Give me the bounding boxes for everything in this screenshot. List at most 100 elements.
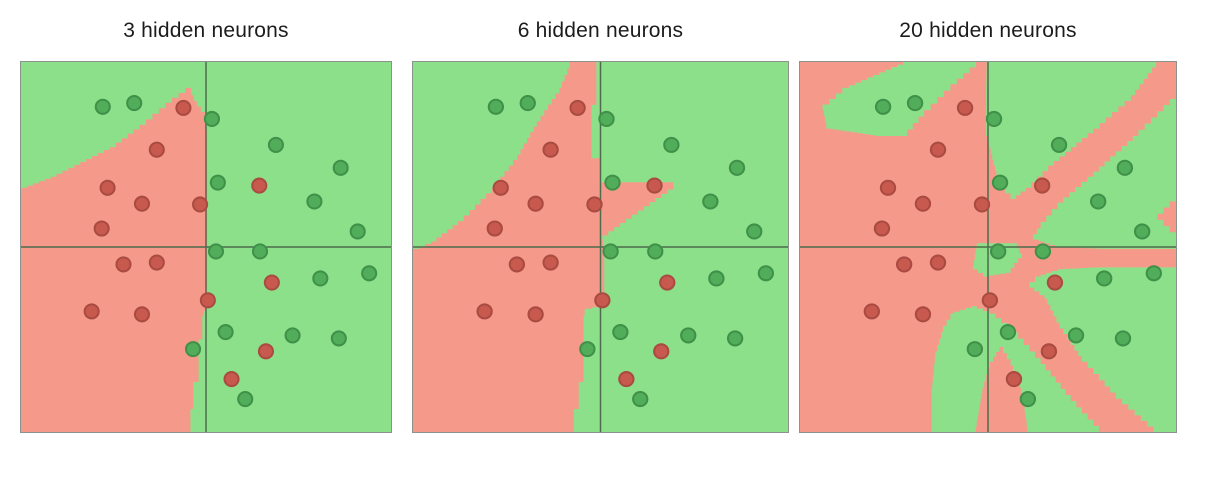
green-data-point xyxy=(728,159,746,176)
panel-title: 20 hidden neurons xyxy=(899,19,1077,42)
red-data-point xyxy=(659,274,676,291)
green-data-point xyxy=(267,136,284,153)
red-data-point xyxy=(93,220,110,237)
decision-boundary-panel-3-neurons xyxy=(20,61,392,433)
green-data-point xyxy=(1096,270,1113,287)
green-data-point xyxy=(94,98,111,115)
green-data-point xyxy=(349,223,366,240)
green-data-point xyxy=(284,327,301,344)
red-data-point xyxy=(133,306,151,323)
green-data-point xyxy=(203,110,220,128)
red-class-region xyxy=(21,87,208,432)
green-data-point xyxy=(966,341,984,358)
green-data-point xyxy=(217,324,234,341)
decision-boundary-panel-6-neurons xyxy=(412,61,789,433)
red-data-point xyxy=(542,254,559,271)
red-data-point xyxy=(133,195,151,212)
red-data-point xyxy=(914,195,932,212)
green-data-point xyxy=(1089,193,1107,210)
green-data-point xyxy=(126,95,143,112)
green-data-point xyxy=(1050,136,1068,153)
decision-region-plot xyxy=(413,62,788,432)
red-data-point xyxy=(192,196,209,213)
red-data-point xyxy=(873,220,891,237)
green-data-point xyxy=(906,95,924,112)
red-data-point xyxy=(914,306,932,323)
green-data-point xyxy=(332,159,349,176)
red-data-point xyxy=(929,141,947,158)
green-data-point xyxy=(702,193,719,210)
red-data-point xyxy=(115,256,132,273)
green-data-point xyxy=(680,327,697,344)
red-class-region xyxy=(1157,195,1176,233)
green-data-point xyxy=(1019,391,1037,408)
green-data-point xyxy=(237,391,254,408)
green-data-point xyxy=(1034,243,1052,260)
green-data-point xyxy=(726,330,744,347)
green-data-point xyxy=(598,110,615,128)
red-data-point xyxy=(1046,274,1064,291)
green-data-point xyxy=(207,243,225,260)
decision-region-plot xyxy=(21,62,391,432)
decision-boundary-panel-20-neurons xyxy=(799,61,1177,433)
red-data-point xyxy=(508,256,526,273)
red-data-point xyxy=(646,177,663,194)
green-data-point xyxy=(612,324,629,341)
red-data-point xyxy=(527,306,544,323)
green-data-point xyxy=(985,110,1003,128)
green-data-point xyxy=(251,243,269,260)
panel-title: 3 hidden neurons xyxy=(123,19,289,42)
green-class-region xyxy=(972,243,1022,277)
red-data-point xyxy=(263,274,280,291)
red-data-point xyxy=(895,256,913,273)
green-data-point xyxy=(209,174,226,191)
red-data-point xyxy=(618,371,635,388)
green-data-point xyxy=(989,243,1007,260)
red-data-point xyxy=(175,99,192,116)
green-data-point xyxy=(999,324,1017,341)
red-data-point xyxy=(223,371,240,388)
red-data-point xyxy=(1005,371,1023,388)
green-data-point xyxy=(330,330,347,347)
green-data-point xyxy=(312,270,329,287)
red-data-point xyxy=(981,292,999,309)
red-data-point xyxy=(1033,177,1051,194)
red-data-point xyxy=(257,343,274,360)
green-data-point xyxy=(361,265,378,282)
green-data-point xyxy=(874,98,892,115)
red-data-point xyxy=(199,292,216,309)
red-data-point xyxy=(594,292,611,309)
green-data-point xyxy=(519,95,536,112)
red-data-point xyxy=(863,303,880,320)
green-data-point xyxy=(1067,327,1085,344)
red-data-point xyxy=(83,303,100,320)
red-data-point xyxy=(1040,343,1058,360)
green-data-point xyxy=(632,391,649,408)
panel-title: 6 hidden neurons xyxy=(517,19,684,42)
green-data-point xyxy=(708,270,725,287)
green-data-point xyxy=(757,265,775,282)
red-data-point xyxy=(586,196,603,213)
green-data-point xyxy=(746,223,763,240)
green-data-point xyxy=(1114,330,1132,347)
red-data-point xyxy=(569,99,586,116)
green-data-point xyxy=(1133,223,1151,240)
red-data-point xyxy=(527,195,544,212)
green-data-point xyxy=(604,174,621,191)
red-data-point xyxy=(929,254,947,271)
red-data-point xyxy=(148,254,165,271)
red-data-point xyxy=(251,177,268,194)
green-data-point xyxy=(487,98,505,115)
red-data-point xyxy=(653,343,670,360)
red-data-point xyxy=(879,179,897,196)
green-data-point xyxy=(991,174,1009,191)
red-data-point xyxy=(486,220,503,237)
red-data-point xyxy=(148,141,165,158)
red-data-point xyxy=(956,99,974,116)
red-data-point xyxy=(973,196,991,213)
green-data-point xyxy=(663,136,680,153)
green-data-point xyxy=(647,243,664,260)
red-data-point xyxy=(99,179,116,196)
green-data-point xyxy=(306,193,323,210)
red-data-point xyxy=(542,141,559,158)
